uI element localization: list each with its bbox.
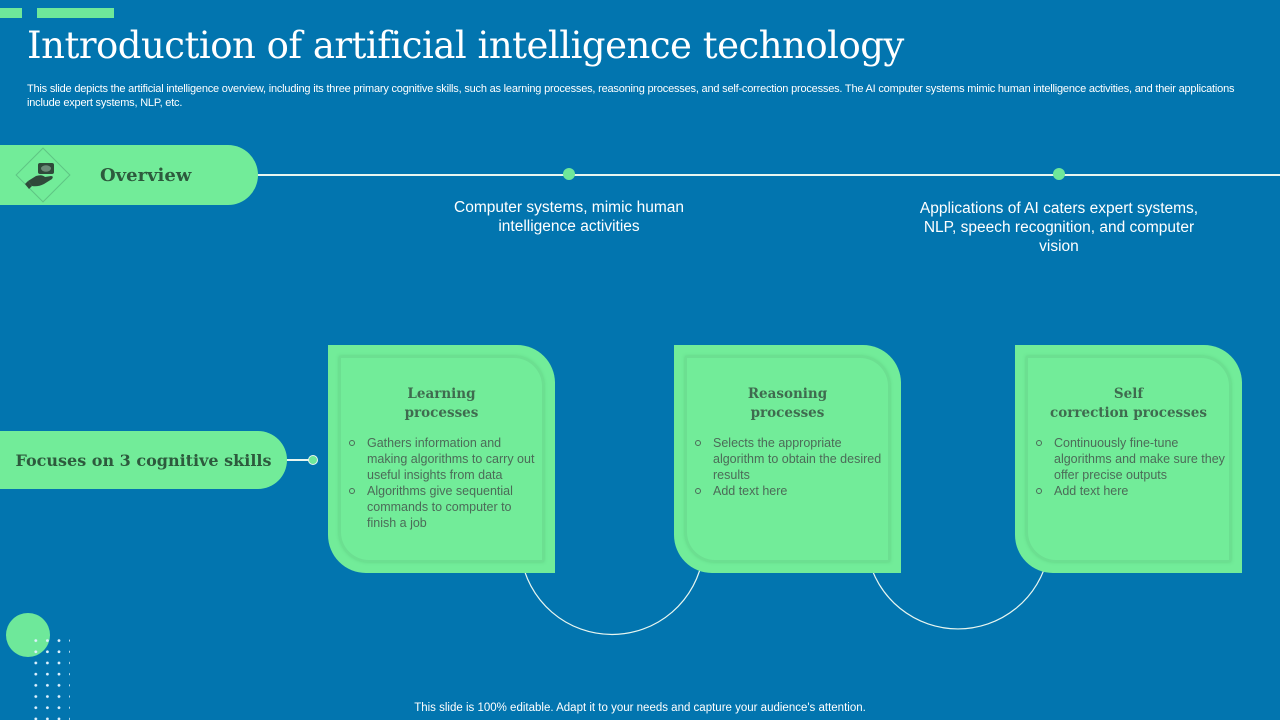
card-title: Learning processes <box>404 386 479 421</box>
timeline-dot-1 <box>563 168 575 180</box>
page-title: Introduction of artificial intelligence … <box>27 24 904 67</box>
card-bullets: Continuously fine-tune algorithms and ma… <box>1035 435 1228 499</box>
card-bullets: Gathers information and making algorithm… <box>348 435 541 531</box>
overview-point-2: Applications of AI caters expert systems… <box>919 200 1199 255</box>
overview-point-1: Computer systems, mimic human intelligen… <box>454 199 684 235</box>
decorative-dot-grid <box>30 635 70 720</box>
accent-bar-large <box>37 8 114 18</box>
footer-note: This slide is 100% editable. Adapt it to… <box>414 702 866 714</box>
bullet-item: Add text here <box>1035 483 1228 499</box>
bullet-item: Add text here <box>694 483 887 499</box>
card-learning-processes: Learning processes Gathers information a… <box>328 345 555 573</box>
skills-connector-line <box>286 459 310 461</box>
card-reasoning-processes: Reasoning processes Selects the appropri… <box>674 345 901 573</box>
cognitive-skills-pill: Focuses on 3 cognitive skills <box>0 431 287 489</box>
skills-connector-dot <box>308 455 318 465</box>
bullet-item: Gathers information and making algorithm… <box>348 435 541 483</box>
overview-timeline-line <box>256 174 1280 176</box>
slide-description: This slide depicts the artificial intell… <box>27 83 1235 109</box>
card-title: Self correction processes <box>1050 386 1207 421</box>
overview-label: Overview <box>100 164 192 186</box>
accent-bar-small <box>0 8 22 18</box>
overview-pill: Overview <box>0 145 258 205</box>
card-title: Reasoning processes <box>747 386 828 421</box>
bullet-item: Algorithms give sequential commands to c… <box>348 483 541 531</box>
cognitive-skills-label: Focuses on 3 cognitive skills <box>15 450 272 470</box>
card-self-correction-processes: Self correction processes Continuously f… <box>1015 345 1242 573</box>
bullet-item: Selects the appropriate algorithm to obt… <box>694 435 887 483</box>
card-bullets: Selects the appropriate algorithm to obt… <box>694 435 887 499</box>
hand-holding-money-icon <box>15 147 71 203</box>
timeline-dot-2 <box>1053 168 1065 180</box>
bullet-item: Continuously fine-tune algorithms and ma… <box>1035 435 1228 483</box>
